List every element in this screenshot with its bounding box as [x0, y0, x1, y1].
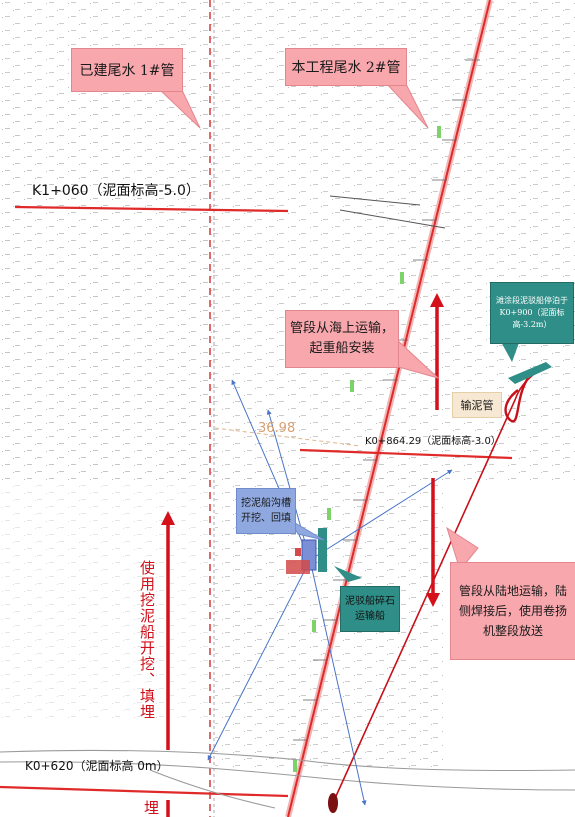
winch-marker — [328, 793, 338, 813]
station-line-k1060 — [14, 205, 289, 213]
bearing-line — [214, 427, 361, 447]
barge-vessel — [318, 528, 327, 572]
callout-land-transport-text: 管段从陆地运输，陆侧焊接后，使用卷扬机整段放送 — [458, 584, 567, 638]
callout-dredger-text: 挖泥船沟槽开挖、回填 — [241, 498, 291, 524]
callout-mud-boat-text: 滩涂段泥驳船停泊于 K0+900（泥面标高-3.2m） — [496, 296, 568, 329]
callout-dredger: 挖泥船沟槽开挖、回填 — [236, 488, 296, 534]
chainage-ticks — [293, 59, 480, 741]
project-pipe-2 — [287, 0, 491, 817]
callout-sea-transport: 管段从海上运输，起重船安装 — [285, 310, 399, 368]
callout-mud-pipe: 输泥管 — [452, 392, 502, 418]
station-line-k0620 — [0, 785, 289, 798]
callout-barge: 泥驳船碎石运输船 — [340, 586, 400, 632]
station-label-k0864: K0+864.29（泥面标高-3.0） — [365, 436, 501, 447]
callout-land-transport: 管段从陆地运输，陆侧焊接后，使用卷扬机整段放送 — [450, 562, 575, 660]
cross-section-lines — [329, 195, 446, 229]
dredger-vessel — [286, 539, 317, 574]
callout-mud-boat: 滩涂段泥驳船停泊于 K0+900（泥面标高-3.2m） — [490, 282, 574, 344]
callout-existing-pipe-text: 已建尾水 1#管 — [79, 63, 175, 79]
callout-barge-text: 泥驳船碎石运输船 — [345, 596, 395, 622]
callout-existing-pipe: 已建尾水 1#管 — [71, 48, 183, 92]
side-note-bottom: 埋 — [142, 800, 160, 816]
station-label-k0620: K0+620（泥面标高 0m） — [25, 759, 169, 773]
side-note-dredging: 使用挖泥船开挖、填埋 — [138, 560, 156, 720]
pipe-stake-markers — [293, 126, 441, 772]
station-line-k0864 — [299, 448, 513, 460]
callout-mud-pipe-text: 输泥管 — [460, 399, 494, 412]
station-label-k1060: K1+060（泥面标高-5.0） — [32, 183, 200, 199]
bearing-label: 36.98 — [258, 421, 296, 436]
callout-project-pipe-text: 本工程尾水 2#管 — [291, 60, 401, 76]
mud-boat — [508, 362, 552, 384]
callout-pointers — [158, 81, 520, 582]
mud-pipe-bend — [504, 377, 530, 423]
callout-project-pipe: 本工程尾水 2#管 — [285, 48, 407, 86]
coastline — [0, 749, 575, 809]
callout-sea-transport-text: 管段从海上运输，起重船安装 — [289, 321, 394, 356]
